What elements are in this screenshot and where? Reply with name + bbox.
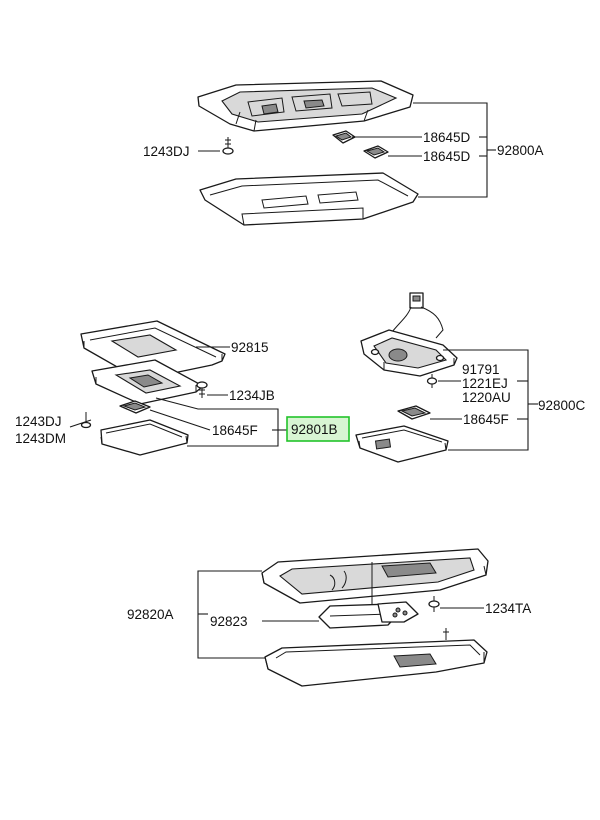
top-bulb-upper [332,130,356,144]
mid-right-leaders [430,349,538,451]
label-1243dj-mid: 1243DJ [15,414,62,429]
label-18645f-left: 18645F [212,423,258,438]
label-1234ta: 1234TA [485,601,531,616]
mid-right-housing [360,329,458,377]
mid-left-leaders [69,346,287,447]
mid-left-bracket [80,320,226,381]
label-1221ej: 1221EJ [462,376,508,391]
highlight-92801b[interactable] [286,416,350,442]
mid-left-housing [91,359,204,405]
mid-right-screw [426,374,438,388]
top-leaders [198,102,496,198]
label-1243dj-top: 1243DJ [143,144,190,159]
top-lamp-housing [197,80,414,132]
label-18645f-right: 18645F [463,412,509,427]
label-1234jb: 1234JB [229,388,275,403]
label-92823: 92823 [210,614,248,629]
bottom-cover [264,639,488,687]
bottom-console-housing [261,548,489,610]
mid-left-lens [100,419,189,456]
label-92815: 92815 [231,340,269,355]
mid-right-connector [391,292,444,339]
top-bulb-lower [363,145,389,159]
top-screw [222,137,234,155]
label-18645d-upper: 18645D [423,130,471,145]
label-92800c: 92800C [538,398,586,413]
mid-left-screw [80,412,92,429]
label-1220au: 1220AU [462,390,511,405]
mid-right-bulb [397,405,431,420]
bottom-leaders [197,570,484,659]
bottom-bolt [428,596,449,640]
bottom-lens [318,601,419,629]
label-92801b[interactable]: 92801B [291,422,338,437]
top-lens [199,172,419,226]
mid-left-bulb [119,400,151,414]
label-92820a: 92820A [127,607,174,622]
label-92800a: 92800A [497,143,544,158]
label-18645d-lower: 18645D [423,149,471,164]
label-1243dm: 1243DM [15,431,66,446]
mid-left-bolt [196,381,208,398]
label-91791: 91791 [462,362,500,377]
mid-right-lens [355,425,449,463]
